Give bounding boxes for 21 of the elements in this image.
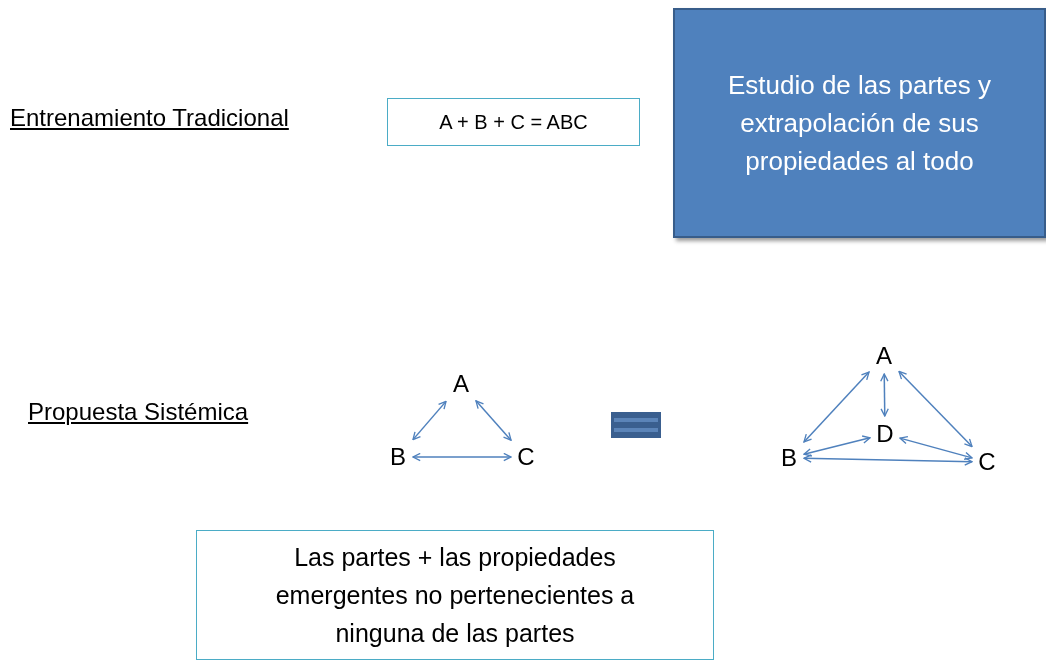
node-letter: D bbox=[874, 420, 896, 448]
node-letter: B bbox=[387, 443, 409, 471]
double-arrow bbox=[803, 435, 871, 457]
section-heading: Entrenamiento Tradicional bbox=[10, 104, 289, 132]
double-arrow bbox=[412, 452, 512, 462]
formula-box: A + B + C = ABC bbox=[387, 98, 640, 146]
double-arrow bbox=[412, 400, 447, 441]
double-arrow bbox=[899, 435, 973, 461]
node-letter: A bbox=[450, 370, 472, 398]
double-arrow bbox=[880, 373, 889, 417]
text-box: Las partes + las propiedades emergentes no pertenecientes a ninguna de las partes bbox=[196, 530, 714, 660]
node-letter: B bbox=[778, 444, 800, 472]
double-arrow bbox=[475, 400, 512, 441]
double-arrow bbox=[898, 370, 973, 448]
node-letter: C bbox=[515, 443, 537, 471]
description-box: Estudio de las partes y extrapolación de sus propiedades al todo bbox=[673, 8, 1046, 238]
node-letter: C bbox=[976, 448, 998, 476]
double-arrow bbox=[803, 454, 973, 466]
section-heading: Propuesta Sistémica bbox=[28, 398, 249, 426]
double-arrow bbox=[803, 371, 870, 443]
node-letter: A bbox=[873, 342, 895, 370]
